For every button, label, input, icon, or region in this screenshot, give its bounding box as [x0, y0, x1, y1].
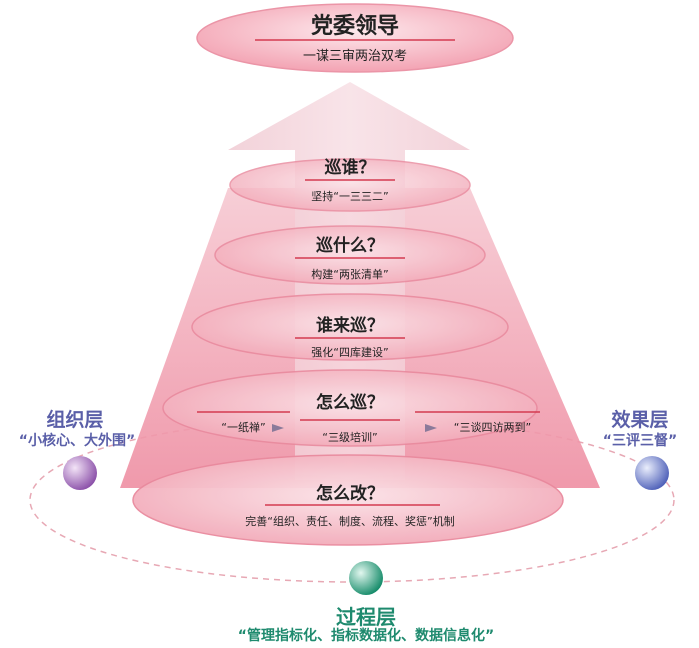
disk-layer-5	[132, 454, 564, 546]
layer-1-subtitle: 坚持“一三三二”	[311, 190, 389, 203]
arrow-icon-left	[272, 424, 284, 432]
layer-4-item-2: “三级培训”	[322, 431, 378, 444]
layer-4-item-1: “一纸禅”	[221, 421, 266, 434]
bottom-title: 过程层	[336, 605, 396, 629]
top-title: 党委领导	[310, 14, 399, 39]
disk-layer-4	[162, 369, 538, 447]
layer-2-subtitle: 构建“两张清单”	[311, 268, 389, 281]
left-title: 组织层	[46, 409, 104, 431]
left-subtitle: “小核心、大外围”	[18, 433, 136, 449]
layer-1-title: 巡谁？	[324, 158, 376, 178]
right-title: 效果层	[611, 409, 669, 431]
right-subtitle: “三评三督”	[602, 433, 678, 449]
green-ball-icon	[349, 561, 383, 595]
disk-layer-3	[191, 293, 509, 361]
blue-ball-icon	[635, 456, 669, 490]
layer-4-title: 怎么巡？	[316, 393, 384, 413]
layer-5-title: 怎么改？	[316, 484, 384, 504]
layer-5-subtitle: 完善“组织、责任、制度、流程、奖惩”机制	[245, 515, 455, 528]
layer-3-subtitle: 强化“四库建设”	[311, 346, 389, 359]
bottom-subtitle: “管理指标化、指标数据化、数据信息化”	[237, 628, 495, 644]
layer-2-title: 巡什么？	[316, 236, 384, 256]
layer-3-title: 谁来巡？	[316, 316, 384, 336]
arrow-icon-right	[425, 424, 437, 432]
disk-layer-2	[214, 225, 486, 285]
layer-4-item-3: “三谈四访两到”	[453, 421, 532, 434]
purple-ball-icon	[63, 456, 97, 490]
disk-layer-1	[229, 158, 471, 212]
top-subtitle: 一谋三审两治双考	[302, 49, 407, 64]
top-ellipse	[196, 3, 514, 73]
